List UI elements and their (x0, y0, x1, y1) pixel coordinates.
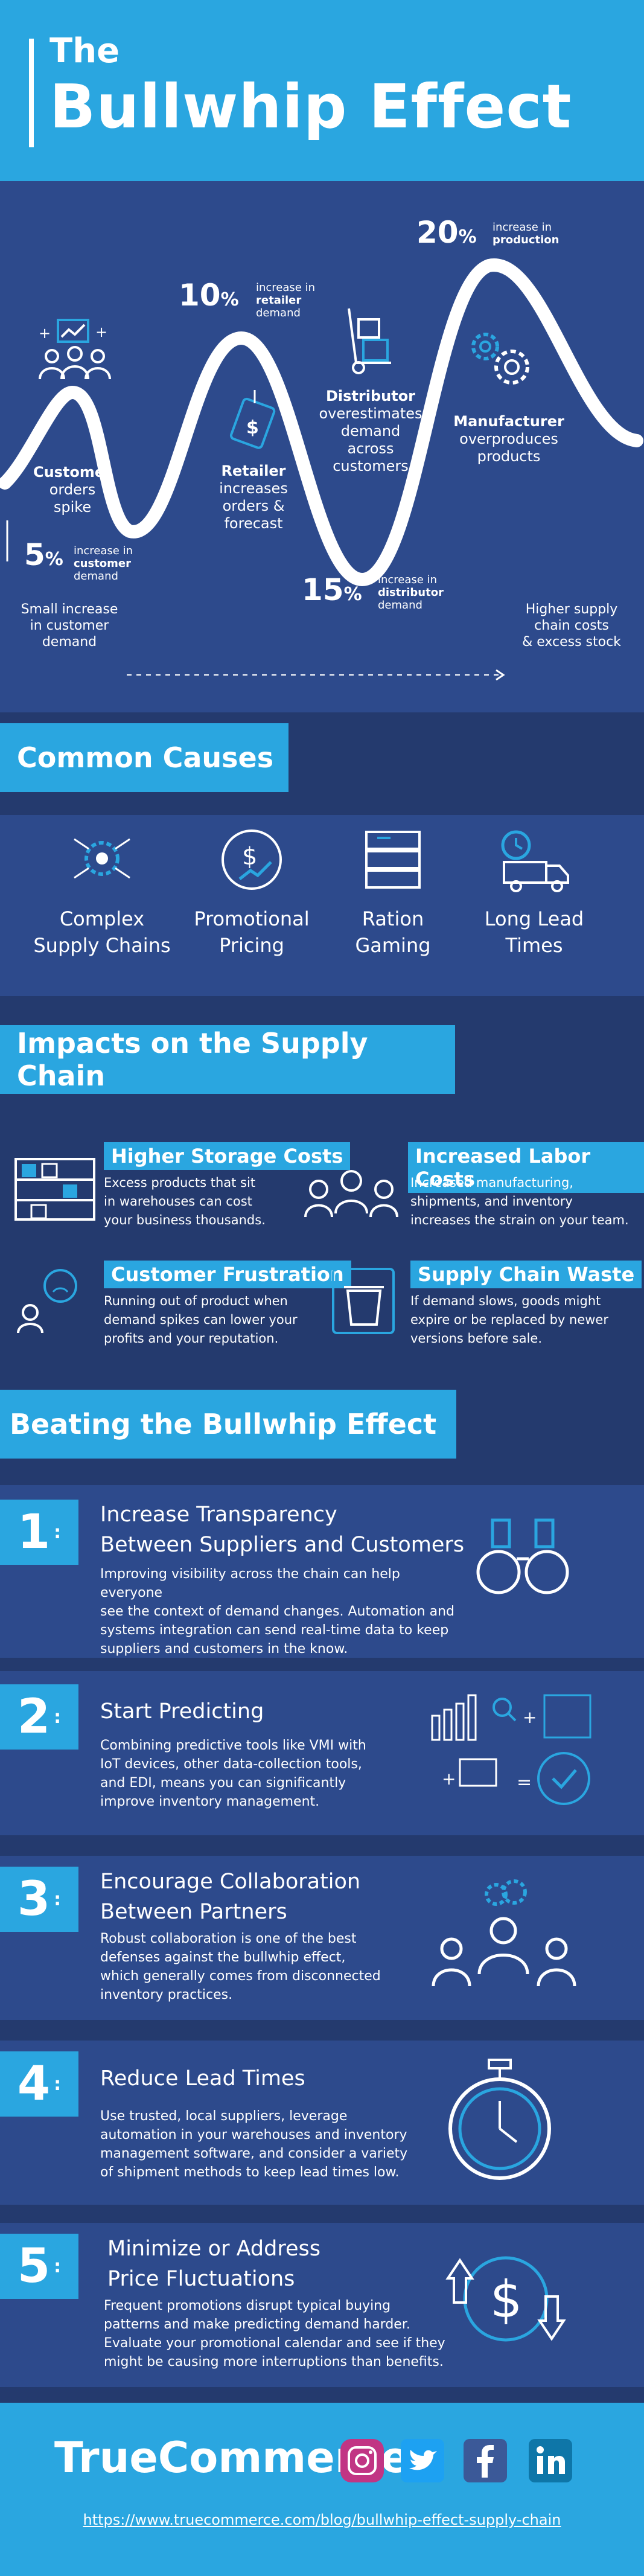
facebook-icon[interactable] (462, 2438, 508, 2484)
hand-truck-icon (348, 308, 391, 374)
svg-text:$: $ (246, 417, 259, 438)
source-url-link[interactable]: https://www.truecommerce.com/blog/bullwh… (83, 2511, 561, 2528)
customers-icon: ++ (39, 319, 111, 380)
svg-text:+: + (523, 1707, 537, 1727)
impacts-heading: Impacts on the Supply Chain (0, 1025, 455, 1094)
linkedin-icon[interactable] (528, 2438, 573, 2484)
distributor-demand-percent: 15% (302, 572, 362, 607)
beating-heading: Beating the Bullwhip Effect (0, 1390, 456, 1459)
dollar-chart-icon: $ (222, 829, 282, 890)
instagram-icon[interactable] (339, 2438, 385, 2484)
waste-bin-icon (332, 1268, 395, 1334)
impact-waste-title: Supply Chain Waste (410, 1261, 642, 1288)
step-3-panel (0, 1856, 644, 2020)
impact-storage-title: Higher Storage Costs (104, 1142, 351, 1170)
step-1-number: 1: (0, 1500, 78, 1565)
step-5-body: Frequent promotions disrupt typical buyi… (104, 2298, 445, 2370)
step-2-title: Start Predicting (100, 1699, 264, 1724)
production-percent: 20% (416, 215, 477, 250)
step-2-panel (0, 1671, 644, 1835)
impact-labor-body: Increased manufacturing,shipments, and i… (410, 1175, 629, 1227)
wave-arrow (127, 669, 505, 681)
frustrated-customer-icon (17, 1269, 77, 1334)
footer (0, 2403, 644, 2576)
network-icon (74, 838, 130, 879)
step-2-body: Combining predictive tools like VMI with… (100, 1738, 366, 1809)
impact-frustration-title: Customer Frustration (104, 1261, 351, 1288)
step-4-panel (0, 2041, 644, 2205)
impact-labor-title: Increased Labor Costs (408, 1142, 644, 1193)
analytics-icon: + + = (431, 1694, 591, 1805)
price-fluctuation-icon: $ (445, 2256, 566, 2342)
header-accent-bar (29, 39, 34, 147)
price-tag-icon: $ (229, 390, 276, 449)
step-1-body: Improving visibility across the chain ca… (100, 1567, 454, 1657)
binoculars-icon (476, 1518, 569, 1594)
step-4-number: 4: (0, 2051, 78, 2117)
svg-text:+: + (39, 325, 51, 342)
svg-text:+: + (442, 1769, 456, 1789)
workers-icon (304, 1170, 398, 1218)
causes-heading: Common Causes (0, 723, 289, 792)
twitter-icon[interactable] (400, 2438, 445, 2484)
team-gears-icon (432, 1879, 576, 1987)
retailer-demand-percent: 10% (179, 278, 239, 313)
step-2-number: 2: (0, 1684, 78, 1750)
page-title: Bullwhip Effect (49, 71, 572, 142)
svg-text:+: + (95, 324, 107, 340)
svg-text:$: $ (490, 2270, 522, 2329)
step-1-panel (0, 1485, 644, 1658)
boxes-stack-icon (365, 831, 421, 889)
step-5-panel (0, 2223, 644, 2387)
header-banner (0, 0, 644, 181)
svg-text:$: $ (242, 843, 257, 871)
step-4-title: Reduce Lead Times (100, 2066, 305, 2091)
bullwhip-wave-section (0, 181, 644, 712)
warehouse-shelves-icon (14, 1158, 95, 1221)
svg-text:=: = (517, 1772, 532, 1793)
delivery-truck-icon (501, 830, 569, 892)
header-kicker: The (49, 31, 120, 71)
customer-demand-percent: 5% (24, 537, 63, 572)
stopwatch-icon (448, 2059, 551, 2180)
step-3-number: 3: (0, 1867, 78, 1932)
step-5-number: 5: (0, 2234, 78, 2299)
gears-icon (471, 333, 529, 385)
bullwhip-wave-line (0, 258, 643, 587)
